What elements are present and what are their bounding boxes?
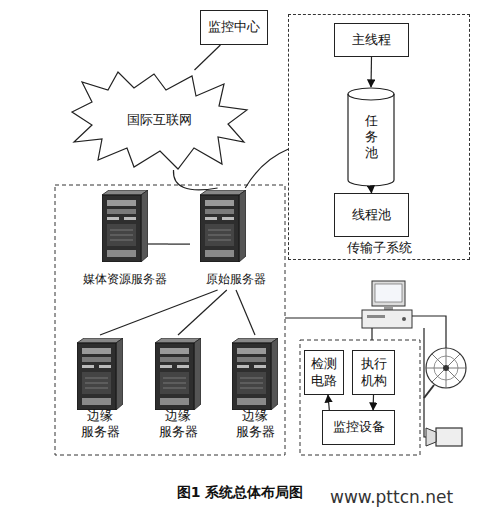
connector <box>100 290 218 335</box>
cloud-shape <box>72 72 247 169</box>
device-box: 监控设备 <box>322 410 395 445</box>
cylinder-rim <box>348 94 394 100</box>
group-frame <box>300 340 420 455</box>
node-label: 主线程 <box>352 32 391 48</box>
cylinder-body <box>348 88 394 186</box>
wire <box>148 243 168 244</box>
camera-symbol <box>426 428 462 446</box>
node-label: 检测电路 <box>310 356 338 389</box>
server-icon <box>232 338 278 410</box>
network-cloud: 国际互联网 <box>72 70 247 170</box>
wire <box>285 317 362 318</box>
subsystem-frame: 传输子系统 主线程任务池线程池 <box>288 14 470 260</box>
connector <box>236 290 255 335</box>
connector <box>178 290 227 335</box>
fan-symbol <box>424 348 466 398</box>
node-label: 监控设备 <box>333 419 385 435</box>
server-node: 边缘 服务器 <box>148 335 208 443</box>
server-icon <box>200 190 246 262</box>
server-node: 原始服务器 <box>190 188 282 290</box>
watermark: www.pttcn.net <box>330 487 453 507</box>
node-label: 线程池 <box>352 207 391 223</box>
circuit-box: 检测电路 <box>304 350 344 395</box>
connector <box>328 395 329 410</box>
process-box: 主线程 <box>334 23 409 57</box>
connector <box>168 244 190 245</box>
node-label: 传输子系统 <box>347 240 412 256</box>
actuator-box: 执行机构 <box>352 350 395 395</box>
server-node: 边缘 服务器 <box>225 335 285 443</box>
process-box: 监控中心 <box>200 10 268 45</box>
node-label: 国际互联网 <box>127 112 192 128</box>
node-label: 边缘 服务器 <box>79 408 121 441</box>
wire <box>424 328 426 437</box>
node-label: 执行机构 <box>360 356 388 389</box>
computer-icon <box>362 281 412 328</box>
process-box: 线程池 <box>334 193 409 237</box>
connector <box>173 170 217 190</box>
server-icon <box>155 338 201 410</box>
server-icon <box>102 190 148 262</box>
server-icon <box>77 338 123 410</box>
wire <box>371 328 372 340</box>
node-label: 媒体资源服务器 <box>83 272 167 287</box>
node-label: 原始服务器 <box>206 272 266 287</box>
connector <box>370 57 372 87</box>
server-node: 媒体资源服务器 <box>82 188 168 290</box>
wire <box>412 316 446 348</box>
node-label: 边缘 服务器 <box>234 408 276 441</box>
node-label: 边缘 服务器 <box>157 408 199 441</box>
connector <box>195 45 221 70</box>
connector <box>373 395 375 410</box>
pool-cylinder: 任务池 <box>347 87 395 187</box>
group-frame <box>55 185 285 455</box>
server-node: 边缘 服务器 <box>70 335 130 443</box>
node-label: 监控中心 <box>208 19 260 35</box>
node-label: 任务池 <box>364 113 378 162</box>
connector <box>245 149 288 188</box>
